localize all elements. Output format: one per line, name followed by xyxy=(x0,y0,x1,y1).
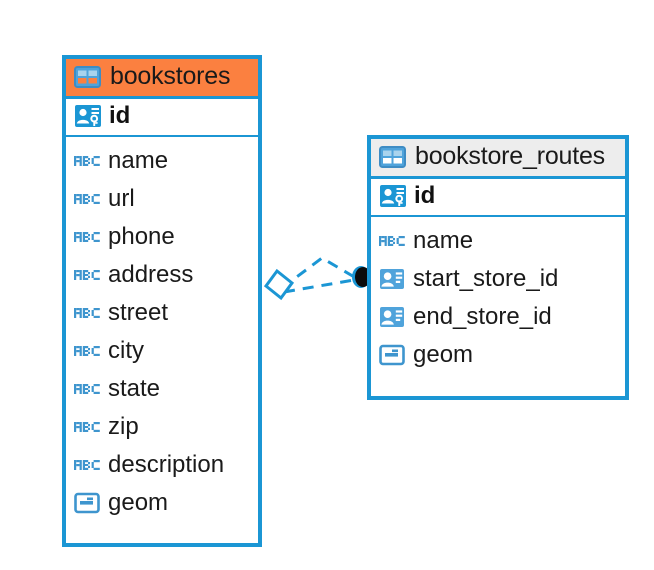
field-label: id xyxy=(414,181,436,209)
field-label: geom xyxy=(413,340,474,368)
field-list-bookstore-routes: name start_store_id xyxy=(371,217,625,380)
abc-text-icon xyxy=(74,344,100,358)
entity-header-bookstores[interactable]: bookstores xyxy=(66,59,258,99)
foreign-key-icon xyxy=(379,267,405,291)
abc-text-icon xyxy=(74,192,100,206)
field-row-description[interactable]: description xyxy=(66,446,258,484)
field-row-primary-key[interactable]: id xyxy=(371,179,625,217)
field-row-end-store-id[interactable]: end_store_id xyxy=(371,298,625,336)
table-icon xyxy=(379,145,406,168)
relationship-line-upper xyxy=(281,256,357,290)
entity-header-bookstore-routes[interactable]: bookstore_routes xyxy=(371,139,625,179)
field-list-bookstores: name u xyxy=(66,137,258,528)
abc-text-icon xyxy=(379,234,405,248)
field-label: street xyxy=(108,298,169,326)
abc-text-icon xyxy=(74,306,100,320)
field-row-street[interactable]: street xyxy=(66,294,258,332)
geometry-icon xyxy=(379,344,405,366)
field-label: start_store_id xyxy=(413,264,559,292)
entity-bookstores[interactable]: bookstores id xyxy=(62,55,262,547)
field-label: name xyxy=(108,146,169,174)
field-row-zip[interactable]: zip xyxy=(66,408,258,446)
entity-title: bookstores xyxy=(110,62,231,90)
field-row-geom[interactable]: geom xyxy=(66,484,258,522)
field-label: city xyxy=(108,336,144,364)
field-row-url[interactable]: url xyxy=(66,180,258,218)
abc-text-icon xyxy=(74,268,100,282)
foreign-key-icon xyxy=(379,305,405,329)
abc-text-icon xyxy=(74,154,100,168)
relationship-line-lower xyxy=(283,278,355,294)
primary-key-icon xyxy=(74,103,102,129)
abc-text-icon xyxy=(74,458,100,472)
field-label: phone xyxy=(108,222,175,250)
field-row-start-store-id[interactable]: start_store_id xyxy=(371,260,625,298)
field-row-geom[interactable]: geom xyxy=(371,336,625,374)
table-icon xyxy=(74,65,101,88)
field-row-name[interactable]: name xyxy=(371,222,625,260)
field-label: description xyxy=(108,450,225,478)
abc-text-icon xyxy=(74,382,100,396)
entity-title: bookstore_routes xyxy=(415,142,605,170)
field-label: end_store_id xyxy=(413,302,552,330)
field-row-address[interactable]: address xyxy=(66,256,258,294)
diamond-marker xyxy=(263,268,295,301)
field-row-state[interactable]: state xyxy=(66,370,258,408)
primary-key-icon xyxy=(379,183,407,209)
field-label: name xyxy=(413,226,474,254)
field-label: geom xyxy=(108,488,169,516)
abc-text-icon xyxy=(74,230,100,244)
field-label: id xyxy=(109,101,131,129)
entity-bookstore-routes[interactable]: bookstore_routes id xyxy=(367,135,629,400)
field-label: zip xyxy=(108,412,139,440)
field-row-name[interactable]: name xyxy=(66,142,258,180)
field-label: address xyxy=(108,260,194,288)
field-row-phone[interactable]: phone xyxy=(66,218,258,256)
field-label: state xyxy=(108,374,161,402)
geometry-icon xyxy=(74,492,100,514)
field-label: url xyxy=(108,184,135,212)
field-row-primary-key[interactable]: id xyxy=(66,99,258,137)
field-row-city[interactable]: city xyxy=(66,332,258,370)
abc-text-icon xyxy=(74,420,100,434)
